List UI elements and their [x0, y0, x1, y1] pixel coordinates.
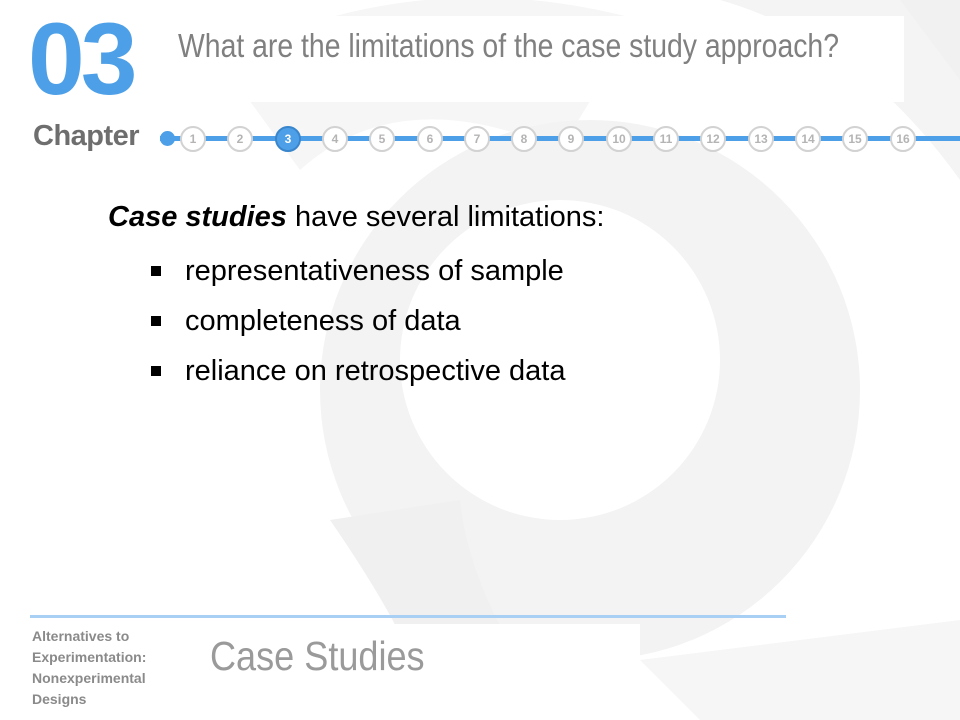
- lead-text: have several limitations:: [286, 201, 605, 233]
- chapter-number: 03: [28, 2, 137, 116]
- list-item: completeness of data: [108, 296, 828, 346]
- progress-step-14[interactable]: 14: [795, 126, 821, 152]
- list-item: representativeness of sample: [108, 246, 828, 296]
- progress-step-2[interactable]: 2: [227, 126, 253, 152]
- progress-step-7[interactable]: 7: [464, 126, 490, 152]
- book-title-line: Alternatives to: [32, 628, 130, 644]
- book-title: Alternatives to Experimentation: Nonexpe…: [32, 626, 192, 710]
- book-title-line: Designs: [32, 691, 87, 707]
- progress-step-16[interactable]: 16: [890, 126, 916, 152]
- slide-content: Case studies have several limitations: r…: [108, 196, 828, 396]
- progress-step-4[interactable]: 4: [322, 126, 348, 152]
- footer-box: [200, 624, 640, 720]
- progress-step-1[interactable]: 1: [180, 126, 206, 152]
- progress-step-8[interactable]: 8: [511, 126, 537, 152]
- progress-step-3[interactable]: 3: [275, 126, 301, 152]
- section-title: Case Studies: [210, 633, 425, 679]
- lead-sentence: Case studies have several limitations:: [108, 196, 828, 238]
- book-title-line: Nonexperimental: [32, 670, 146, 686]
- square-bullet-icon: [151, 366, 161, 376]
- bullet-text: reliance on retrospective data: [185, 355, 566, 387]
- chapter-label: Chapter: [33, 120, 140, 152]
- progress-step-11[interactable]: 11: [653, 126, 679, 152]
- progress-step-9[interactable]: 9: [558, 126, 584, 152]
- progress-step-5[interactable]: 5: [369, 126, 395, 152]
- bullet-text: representativeness of sample: [185, 255, 564, 287]
- progress-step-10[interactable]: 10: [606, 126, 632, 152]
- footer-divider: [30, 615, 786, 618]
- square-bullet-icon: [151, 316, 161, 326]
- lead-emphasis: Case studies: [108, 201, 287, 233]
- bullet-list: representativeness of sample completenes…: [108, 246, 828, 396]
- progress-step-12[interactable]: 12: [700, 126, 726, 152]
- progress-start-dot: [160, 131, 175, 146]
- progress-step-13[interactable]: 13: [748, 126, 774, 152]
- progress-step-6[interactable]: 6: [417, 126, 443, 152]
- square-bullet-icon: [151, 266, 161, 276]
- slide-title: What are the limitations of the case stu…: [178, 27, 839, 64]
- progress-step-15[interactable]: 15: [842, 126, 868, 152]
- bullet-text: completeness of data: [185, 305, 461, 337]
- book-title-line: Experimentation:: [32, 649, 147, 665]
- list-item: reliance on retrospective data: [108, 346, 828, 396]
- title-box: What are the limitations of the case stu…: [168, 16, 904, 102]
